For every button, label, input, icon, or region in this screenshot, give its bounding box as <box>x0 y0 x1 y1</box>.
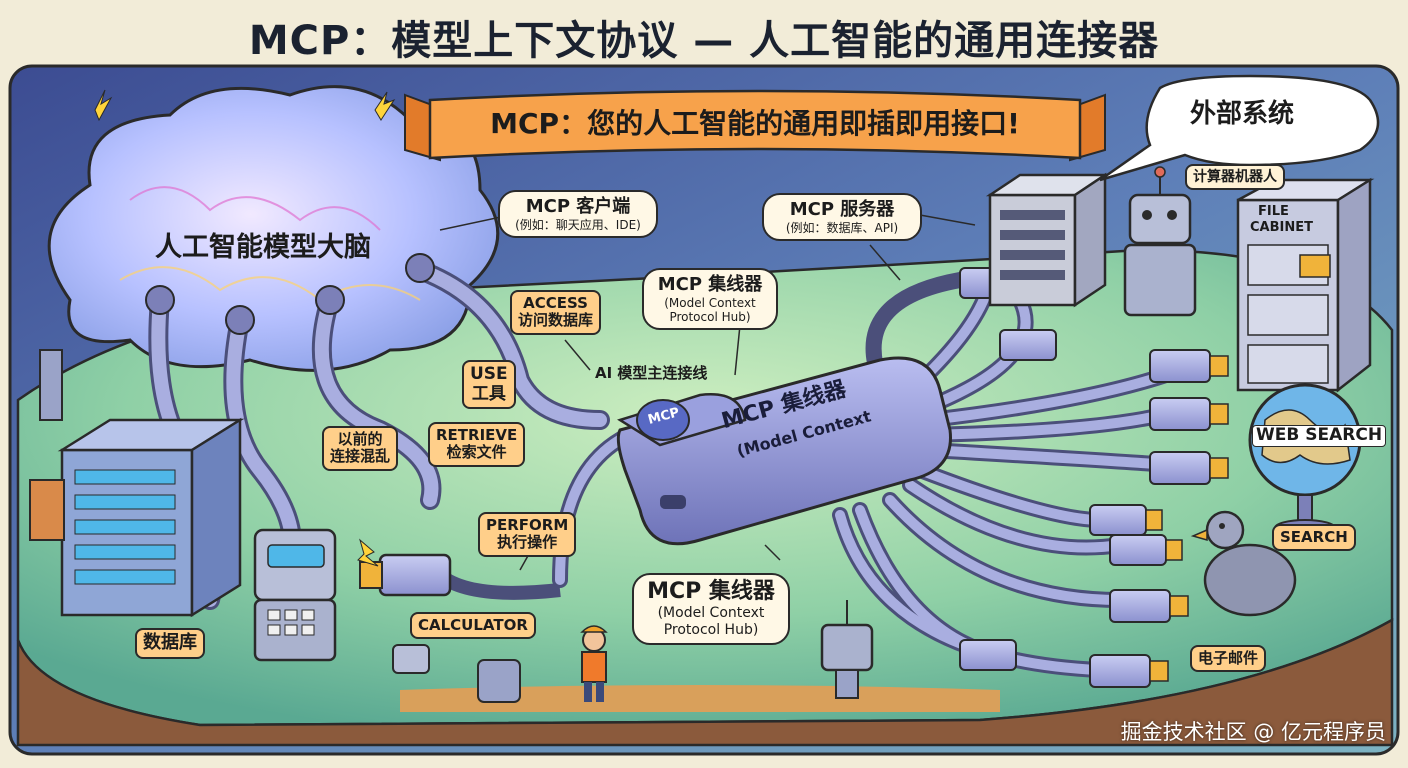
banner-text: MCP：您的人工智能的通用即插即用接口! <box>490 107 1020 140</box>
calculator-plug <box>378 553 452 597</box>
retrieve-tag-en: RETRIEVE <box>436 426 518 444</box>
hub-bottom-line3: Protocol Hub) <box>663 622 759 639</box>
messy-tag-line1: 以前的 <box>337 430 383 448</box>
mcp-server-sub: (例如：数据库、API) <box>785 220 899 235</box>
use-tag-zh: 工具 <box>471 383 506 404</box>
email-tag: 电子邮件 <box>1190 645 1267 673</box>
access-tag: ACCESS 访问数据库 <box>510 290 602 335</box>
server-rack <box>985 172 1110 308</box>
messy-connections-tag: 以前的 连接混乱 <box>322 426 399 471</box>
access-tag-en: ACCESS <box>523 294 588 312</box>
hub-top-line3: Protocol Hub) <box>669 309 751 324</box>
external-systems-bubble <box>1099 74 1380 182</box>
page-title: MCP：模型上下文协议 — 人工智能的通用连接器 <box>248 18 1160 64</box>
messy-tag-line2: 连接混乱 <box>330 447 391 466</box>
web-search-label: WEB SEARCH <box>1252 425 1387 447</box>
search-tag: SEARCH <box>1272 524 1356 552</box>
cabinet-label-line2: CABINET <box>1250 220 1313 235</box>
perform-tag-en: PERFORM <box>486 516 569 534</box>
ai-brain-label: 人工智能模型大脑 <box>155 232 371 263</box>
mcp-server-title: MCP 服务器 <box>789 199 895 220</box>
file-cabinet <box>1236 177 1375 393</box>
database-building <box>29 417 245 618</box>
calculator-tag: CALCULATOR <box>410 612 536 640</box>
perform-tag: PERFORM 执行操作 <box>478 512 577 557</box>
database-tag: 数据库 <box>135 628 205 659</box>
use-tag: USE 工具 <box>462 360 516 410</box>
mcp-client-title: MCP 客户端 <box>525 196 631 217</box>
mcp-client-bubble: MCP 客户端 (例如：聊天应用、IDE) <box>498 190 658 238</box>
mcp-hub-bubble-bottom: MCP 集线器 (Model Context Protocol Hub) <box>632 573 790 645</box>
email-pigeon <box>1190 510 1297 617</box>
hub-top-line2: (Model Context <box>664 295 756 310</box>
banner-ribbon <box>404 89 1106 162</box>
main-line-label: AI 模型主连接线 <box>595 364 708 382</box>
mcp-hub-device <box>616 356 952 546</box>
retrieve-tag-zh: 检索文件 <box>446 443 507 462</box>
cabinet-label-line1: FILE <box>1258 204 1289 219</box>
worker-figure <box>580 625 608 702</box>
mcp-hub-bubble-top: MCP 集线器 (Model Context Protocol Hub) <box>642 268 778 331</box>
usb-plugs <box>959 267 1211 688</box>
robot-right <box>1123 166 1197 317</box>
ground-dirt <box>16 617 1394 747</box>
watermark: 掘金技术社区 @ 亿元程序员 <box>1120 720 1386 744</box>
access-tag-zh: 访问数据库 <box>518 311 594 330</box>
hub-top-title: MCP 集线器 <box>657 274 763 295</box>
use-tag-en: USE <box>470 364 508 384</box>
hub-bottom-line2: (Model Context <box>657 605 765 622</box>
robot-bottom <box>820 600 874 699</box>
calculator-robot-left <box>253 528 337 662</box>
perform-tag-zh: 执行操作 <box>497 533 558 552</box>
mcp-server-bubble: MCP 服务器 (例如：数据库、API) <box>762 193 922 241</box>
robot-tag: 计算器机器人 <box>1185 164 1285 191</box>
small-device <box>477 659 521 703</box>
retrieve-tag: RETRIEVE 检索文件 <box>428 422 526 467</box>
external-systems-label: 外部系统 <box>1190 99 1295 129</box>
hub-bottom-title: MCP 集线器 <box>647 579 775 604</box>
mcp-client-sub: (例如：聊天应用、IDE) <box>515 217 641 232</box>
